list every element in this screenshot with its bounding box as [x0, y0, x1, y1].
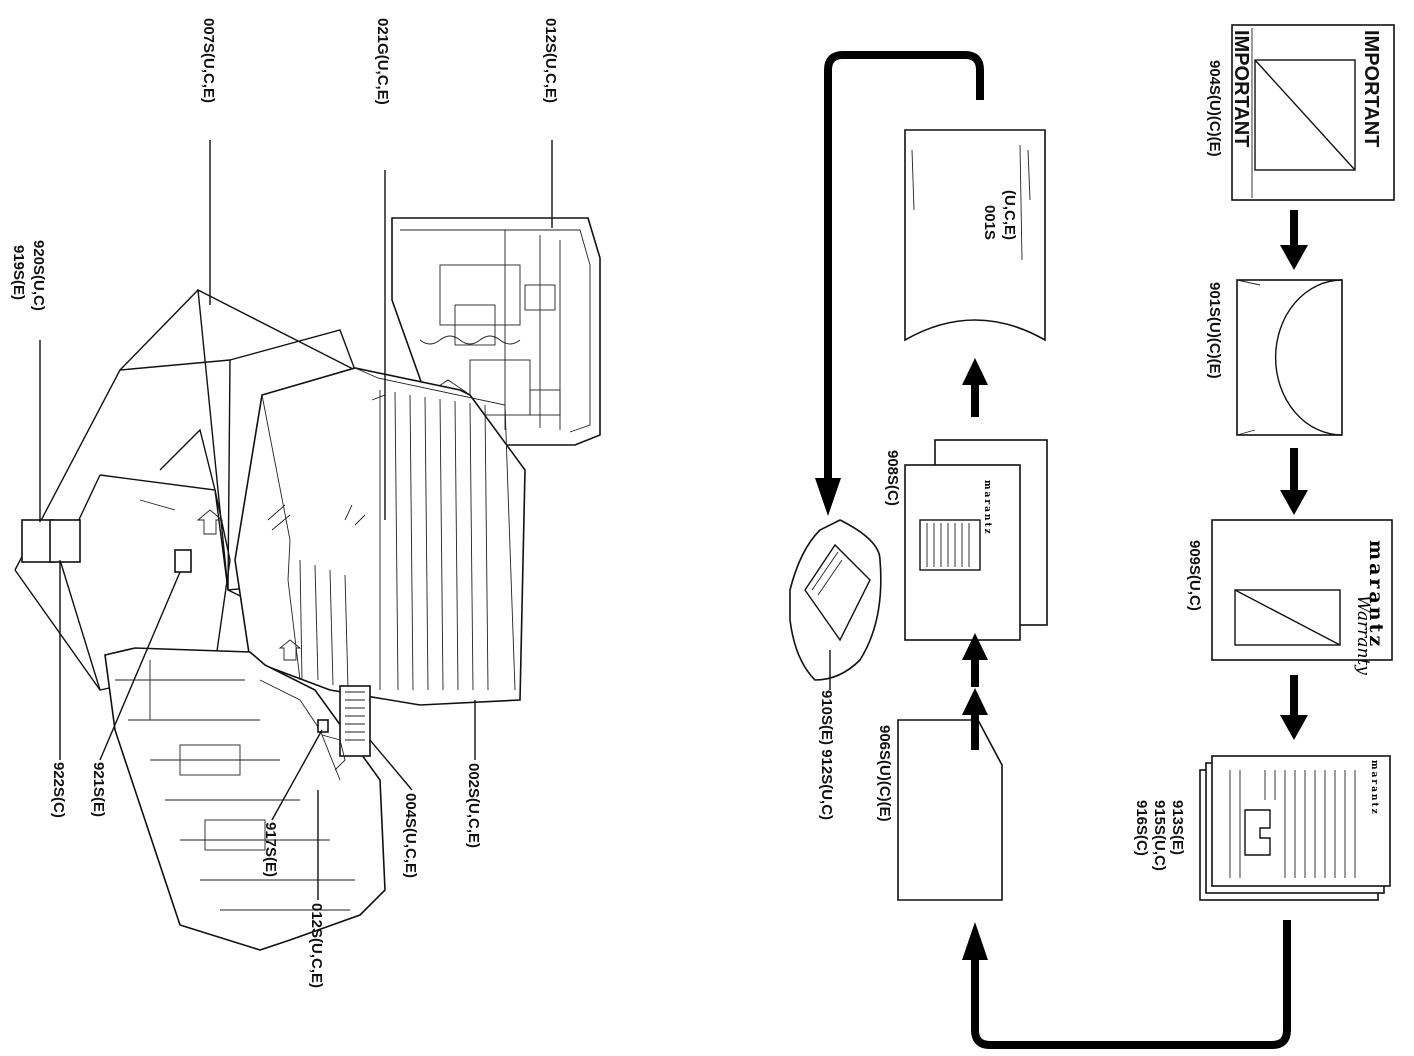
bag-part-text: 001S	[981, 205, 998, 240]
brochure: marantz 908S(C)	[884, 439, 1048, 641]
label-002S: 002S(U,C,E)	[465, 763, 482, 848]
label-913S: 913S(E)	[1169, 800, 1186, 855]
accessory-pack	[321, 685, 371, 771]
exploded-box-view: 012S(U,C,E) 021G(U,C,E) 007S(U,C,E) 920S…	[10, 18, 601, 988]
flow-uturn-arrow-icon	[962, 920, 1291, 1049]
important-top-text: IMPORTANT	[1360, 30, 1382, 147]
flow-arrow-icon	[962, 358, 988, 417]
important-bottom-text: IMPORTANT	[1230, 30, 1252, 147]
accessory-flow: IMPORTANT IMPORTANT 904S(U)(C)(E) 901S(U…	[789, 24, 1395, 1049]
foam-endcap-bottom	[104, 647, 386, 951]
polybag: (U,C,E) 001S	[904, 129, 1046, 342]
sticker-917S	[317, 719, 329, 733]
label-921S: 921S(E)	[90, 762, 107, 817]
label-916S: 916S(C)	[1133, 800, 1150, 856]
label-915S: 915S(U,C)	[1151, 800, 1168, 871]
flow-arrow-icon	[1280, 448, 1308, 515]
label-919S: 919S(E)	[10, 245, 27, 300]
label-906S: 906S(U)(C)(E)	[876, 725, 893, 822]
label-012S-top: 012S(U,C,E)	[542, 18, 559, 103]
carton-stickers	[21, 519, 81, 563]
wrapped-unit	[234, 367, 526, 706]
flow-loop-arrow-icon	[815, 51, 984, 516]
manual-text-lines	[1229, 770, 1356, 878]
insert-arrow-icon	[278, 639, 302, 661]
label-922S: 922S(C)	[50, 762, 67, 818]
label-910S-912S: 910S(E) 912S(U,C)	[818, 690, 835, 820]
label-904S: 904S(U)(C)(E)	[1206, 60, 1223, 157]
envelope: 901S(U)(C)(E)	[1206, 279, 1343, 436]
wrapping-texture	[299, 390, 489, 691]
sticker-921S	[174, 549, 192, 573]
warranty-script-text: Warranty	[1353, 595, 1373, 675]
label-004S: 004S(U,C,E)	[402, 793, 419, 878]
flow-arrow-icon	[1280, 675, 1308, 740]
marantz-logo-brochure: marantz	[982, 480, 992, 536]
label-012S-bottom: 012S(U,C,E)	[308, 903, 325, 988]
marantz-logo: marantz	[1365, 540, 1387, 649]
warranty-card: marantz Warranty 909S(U,C)	[1186, 519, 1393, 675]
label-917S: 917S(E)	[262, 822, 279, 877]
flow-arrow-icon	[1280, 210, 1308, 270]
label-920S: 920S(U,C)	[30, 240, 47, 311]
flow-arrow-icon	[962, 633, 988, 687]
insert-arrow-icon	[196, 509, 224, 535]
bag-code-text: (U,C,E)	[1001, 190, 1018, 240]
marantz-logo-small: marantz	[1369, 760, 1379, 816]
important-sheet: IMPORTANT IMPORTANT 904S(U)(C)(E)	[1206, 24, 1395, 201]
manuals-stack: marantz 913S(E) 915S(U,C) 916S(C)	[1133, 755, 1391, 901]
label-021G: 021G(U,C,E)	[374, 18, 391, 105]
label-007S: 007S(U,C,E)	[200, 18, 217, 103]
label-908S: 908S(C)	[884, 450, 901, 506]
label-909S: 909S(U,C)	[1186, 540, 1203, 611]
small-bag: 910S(E) 912S(U,C)	[789, 519, 882, 820]
registration-card: 906S(U)(C)(E)	[876, 719, 1003, 901]
flow-arrow-icon	[962, 688, 988, 750]
label-901S: 901S(U)(C)(E)	[1206, 282, 1223, 379]
